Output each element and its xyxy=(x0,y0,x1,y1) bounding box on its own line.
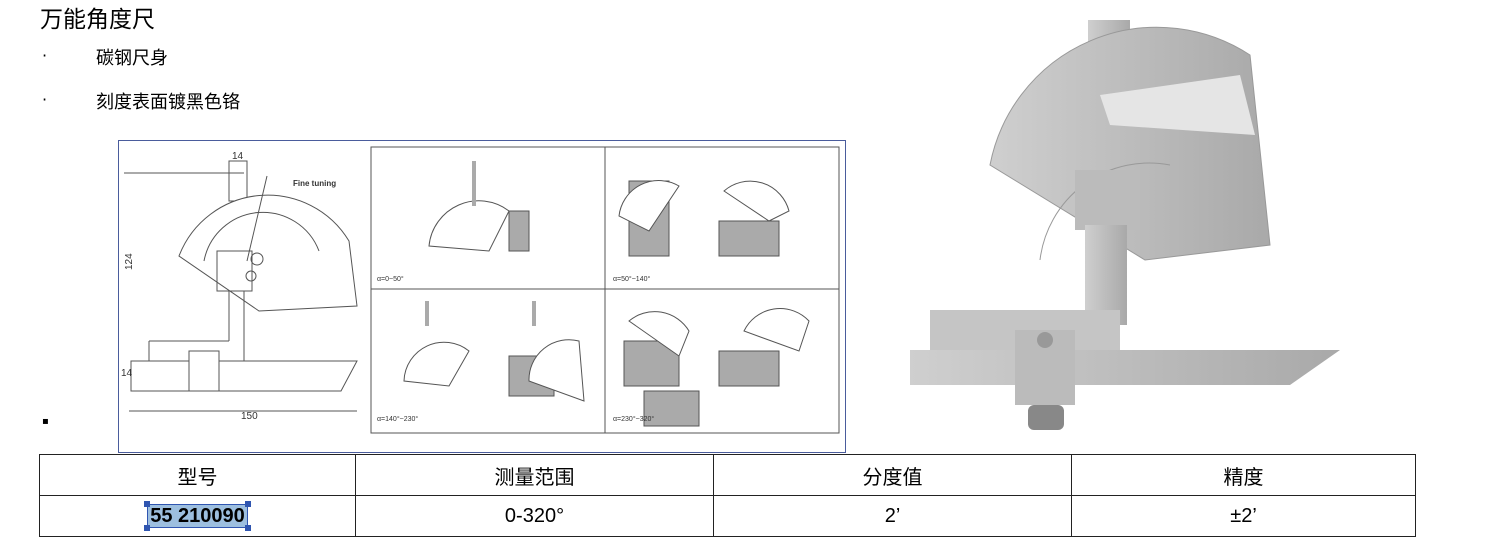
table-header-row: 型号 测量范围 分度值 精度 xyxy=(39,454,1416,496)
spec-table: 型号 测量范围 分度值 精度 55 210090 0-320° 2’ ±2’ xyxy=(39,454,1416,537)
range-label: α=140°~230° xyxy=(377,415,418,423)
dim-length: 150 xyxy=(241,411,258,422)
range-label: α=0~50° xyxy=(377,275,404,283)
model-value: 55 210090 xyxy=(150,504,245,527)
range-label: α=230°~320° xyxy=(613,415,654,423)
empty-bullet: ▪ xyxy=(42,416,49,427)
bullet-marker: · xyxy=(42,46,48,65)
header-resolution: 分度值 xyxy=(713,454,1072,496)
cell-resolution: 2’ xyxy=(713,495,1072,537)
bullet-text: 刻度表面镀黑色铬 xyxy=(96,92,240,113)
cell-model[interactable]: 55 210090 xyxy=(39,495,356,537)
resize-handle[interactable] xyxy=(144,500,151,507)
dim-top: 14 xyxy=(232,151,244,162)
diagram-figure[interactable]: Fine tuning 14 124 14 150 α=0~50° α=50°~… xyxy=(118,140,846,453)
resize-handle[interactable] xyxy=(144,524,151,531)
selected-model-text[interactable]: 55 210090 xyxy=(144,500,251,531)
protractor-photo xyxy=(910,20,1340,430)
header-accuracy: 精度 xyxy=(1071,454,1416,496)
dim-base: 14 xyxy=(121,368,133,379)
table-row: 55 210090 0-320° 2’ ±2’ xyxy=(39,495,1416,537)
bullet-text: 碳钢尺身 xyxy=(96,48,168,69)
page-title: 万能角度尺 xyxy=(40,7,155,33)
cell-range: 0-320° xyxy=(355,495,714,537)
range-label: α=50°~140° xyxy=(613,275,650,283)
dim-height: 124 xyxy=(124,253,135,270)
fine-tuning-label: Fine tuning xyxy=(293,179,336,188)
cell-accuracy: ±2’ xyxy=(1071,495,1416,537)
resize-handle[interactable] xyxy=(244,500,251,507)
header-model: 型号 xyxy=(39,454,356,496)
header-range: 测量范围 xyxy=(355,454,714,496)
bullet-marker: · xyxy=(42,90,48,109)
resize-handle[interactable] xyxy=(244,524,251,531)
